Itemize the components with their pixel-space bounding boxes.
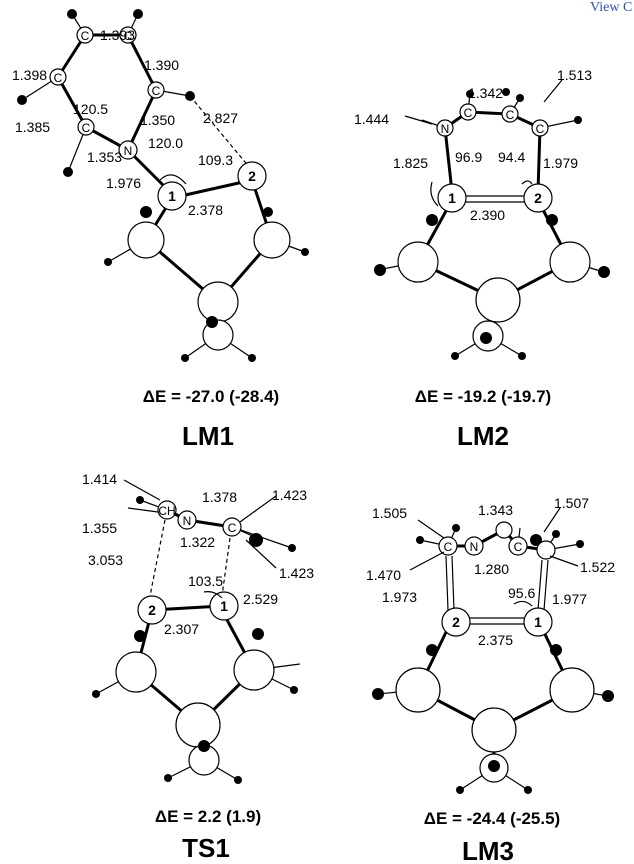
value-label: 1.976 [106, 175, 141, 191]
value-label: 120.0 [148, 135, 183, 151]
energy-label: ΔE = 2.2 (1.9) [155, 807, 261, 826]
atom-c: C [152, 84, 161, 98]
angle-arc [203, 591, 223, 599]
value-label: 96.9 [455, 149, 482, 165]
atom-c: C [536, 122, 545, 136]
value-label: 1.423 [279, 565, 314, 581]
value-label: 1.343 [478, 502, 513, 518]
atom-c: C [54, 71, 63, 85]
value-label: 1.322 [180, 534, 215, 550]
value-label: 1.355 [82, 520, 117, 536]
angle-arc [521, 180, 533, 185]
atom-n: N [470, 540, 479, 554]
angle-arc [430, 181, 439, 207]
atom-n: N [183, 514, 192, 528]
value-label: 2.307 [164, 621, 199, 637]
angle-arc [159, 174, 187, 185]
pointer-arrow [404, 115, 433, 125]
structure-name: TS1 [182, 833, 230, 863]
pointer-arrow [245, 539, 277, 569]
energy-label: ΔE = -27.0 (-28.4) [143, 387, 279, 406]
cluster-lm3 [372, 622, 614, 794]
cluster-lm2 [374, 198, 610, 360]
atom-n: N [441, 122, 450, 136]
pyridine-ring [17, 9, 195, 177]
structure-name: LM3 [462, 836, 514, 864]
value-label: 1.342 [468, 85, 503, 101]
metal-1-label: 1 [220, 598, 228, 614]
cluster-lm1 [104, 178, 309, 362]
pointer-arrow [543, 79, 563, 103]
value-label: 120.5 [73, 101, 108, 117]
value-label: 1.350 [140, 112, 175, 128]
value-label: 2.827 [203, 110, 238, 126]
value-label: 2.375 [478, 632, 513, 648]
atom-n: N [124, 144, 133, 158]
atom-c: C [464, 106, 473, 120]
value-label: 109.3 [198, 152, 233, 168]
value-label: 1.390 [144, 57, 179, 73]
panel-lm1: C C C C C N 1 2 1.393 1.398 1.390 120.5 … [12, 9, 309, 451]
pointer-arrow [239, 495, 277, 523]
value-label: 1.522 [580, 559, 615, 575]
value-label: 1.398 [12, 67, 47, 83]
metal-2-label: 2 [248, 168, 256, 184]
value-label: 1.444 [354, 111, 389, 127]
pointer-arrow [409, 551, 445, 571]
energy-label: ΔE = -24.4 (-25.5) [424, 809, 560, 828]
pointer-arrow [543, 507, 561, 533]
value-label: 1.280 [474, 561, 509, 577]
panel-lm3: C N C 2 1 1.505 1.343 1.507 1.470 1.280 … [366, 495, 615, 864]
atom-ch: CH [158, 504, 175, 518]
metal-2-label: 2 [452, 614, 460, 630]
atom-c: C [506, 108, 515, 122]
metal-2-label: 2 [534, 190, 542, 206]
value-label: 1.825 [393, 155, 428, 171]
atom-c: C [514, 540, 523, 554]
value-label: 1.973 [382, 589, 417, 605]
value-label: 1.414 [82, 471, 117, 487]
value-label: 1.393 [100, 27, 135, 43]
atom-c: C [124, 29, 133, 43]
value-label: 94.4 [498, 149, 525, 165]
metal-2-label: 2 [148, 602, 156, 618]
structure-name: LM1 [182, 421, 234, 451]
value-label: 1.423 [272, 487, 307, 503]
value-label: 1.979 [543, 155, 578, 171]
atom-c: C [82, 121, 91, 135]
value-label: 103.5 [188, 573, 223, 589]
atom-c: C [228, 521, 237, 535]
value-label: 2.390 [470, 207, 505, 223]
pointer-arrow [127, 507, 159, 513]
pointer-arrow [417, 519, 445, 539]
metal-1-label: 1 [448, 190, 456, 206]
value-label: 1.977 [552, 591, 587, 607]
value-label: 1.513 [557, 67, 592, 83]
energy-label: ΔE = -19.2 (-19.7) [415, 387, 551, 406]
view-link[interactable]: View C [590, 0, 633, 15]
value-label: 2.529 [243, 591, 278, 607]
structure-name: LM2 [457, 421, 509, 451]
value-label: 95.6 [508, 585, 535, 601]
cluster-ts1 [92, 616, 301, 784]
value-label: 1.470 [366, 567, 401, 583]
atom-c: C [81, 29, 90, 43]
panel-lm2: N C C C 1 2 1.513 1.342 1.444 1.825 96.9… [354, 67, 610, 451]
metal-1-label: 1 [168, 188, 176, 204]
pointer-arrow [549, 555, 579, 567]
panel-ts1: CH N C 2 1 1.414 1.378 1.423 1.355 1.322… [82, 471, 314, 863]
angle-arc [513, 600, 533, 607]
value-label: 1.378 [202, 489, 237, 505]
pointer-arrow [123, 479, 161, 501]
value-label: 1.353 [87, 149, 122, 165]
metal-1-label: 1 [534, 614, 542, 630]
value-label: 2.378 [188, 202, 223, 218]
value-label: 1.507 [554, 495, 589, 511]
value-label: 1.385 [15, 119, 50, 135]
atom-c: C [444, 540, 453, 554]
value-label: 1.505 [372, 505, 407, 521]
value-label: 3.053 [88, 552, 123, 568]
